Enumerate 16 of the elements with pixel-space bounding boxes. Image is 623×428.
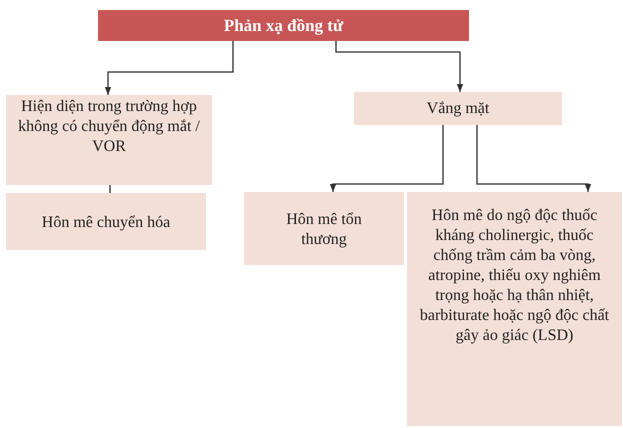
process-box: [6, 95, 212, 185]
process-box: [354, 92, 562, 125]
title-box: [98, 10, 469, 41]
node-text: Vắng mặt: [426, 99, 490, 119]
process-box: [6, 193, 206, 250]
connector-arrow: [104, 41, 234, 95]
connector-arrow: [335, 41, 464, 92]
title-text: Phản xạ đồng tử: [224, 16, 344, 36]
node-text: Hôn mê do ngộ độc thuốc kháng cholinergic, thuốc chống trầm cảm ba vòng, atropine, thiếu oxy nghiêm trọng hoặc hạ thân nhiệt, barbiturate hoặc ngộ độc chất gây ảo giác (LSD): [418, 206, 610, 346]
process-box: [244, 192, 404, 265]
node-text: Hiện diện trong trường hợp không có chuyển động mắt / VOR: [17, 97, 201, 157]
node-text: Hôn mê chuyển hóa: [40, 213, 172, 233]
process-box: [407, 192, 622, 426]
connector-arrow: [476, 125, 592, 192]
connector-arrow: [330, 125, 444, 192]
node-text: Hôn mê tổn thương: [285, 210, 363, 250]
